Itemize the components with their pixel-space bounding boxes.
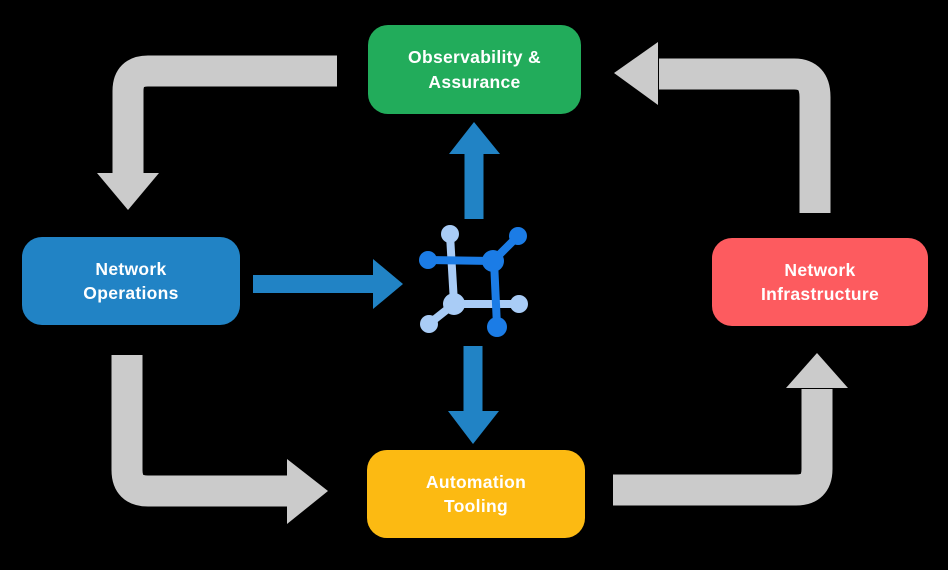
arrowhead-left	[614, 42, 658, 105]
arrow-hub-to-observability	[449, 122, 500, 219]
node-network-infrastructure: Network Infrastructure	[712, 238, 928, 326]
arrowhead-right	[287, 459, 328, 524]
node-label-line: Network	[784, 259, 856, 280]
arrow-operations-to-automation	[111, 355, 328, 524]
arrow-automation-to-infrastructure	[613, 353, 848, 506]
node-label-line: Network	[95, 258, 167, 279]
node-label-line: Assurance	[428, 71, 521, 92]
mesh-bright-branch	[419, 227, 527, 337]
node-automation-tooling: Automation Tooling	[367, 450, 585, 538]
arrowhead-up	[449, 122, 500, 154]
arrowhead-right	[373, 259, 403, 309]
node-label-line: Operations	[83, 283, 179, 303]
node-observability-assurance: Observability & Assurance	[368, 25, 581, 114]
arrow-hub-to-automation	[448, 346, 499, 444]
arrowhead-up	[786, 353, 848, 388]
node-label-line: Infrastructure	[761, 284, 879, 304]
network-mesh-icon	[419, 225, 528, 337]
node-label-line: Tooling	[444, 496, 508, 516]
mesh-light-branch	[420, 225, 528, 333]
arrow-observability-to-operations	[97, 55, 337, 210]
arrow-operations-to-hub	[253, 259, 403, 309]
node-network-operations: Network Operations	[22, 237, 240, 325]
arrow-infrastructure-to-observability	[614, 42, 831, 213]
node-label-line: Automation	[425, 471, 527, 492]
node-label-line: Observability &	[408, 47, 541, 68]
arrowhead-down	[448, 411, 499, 444]
arrowhead-down	[97, 173, 159, 210]
